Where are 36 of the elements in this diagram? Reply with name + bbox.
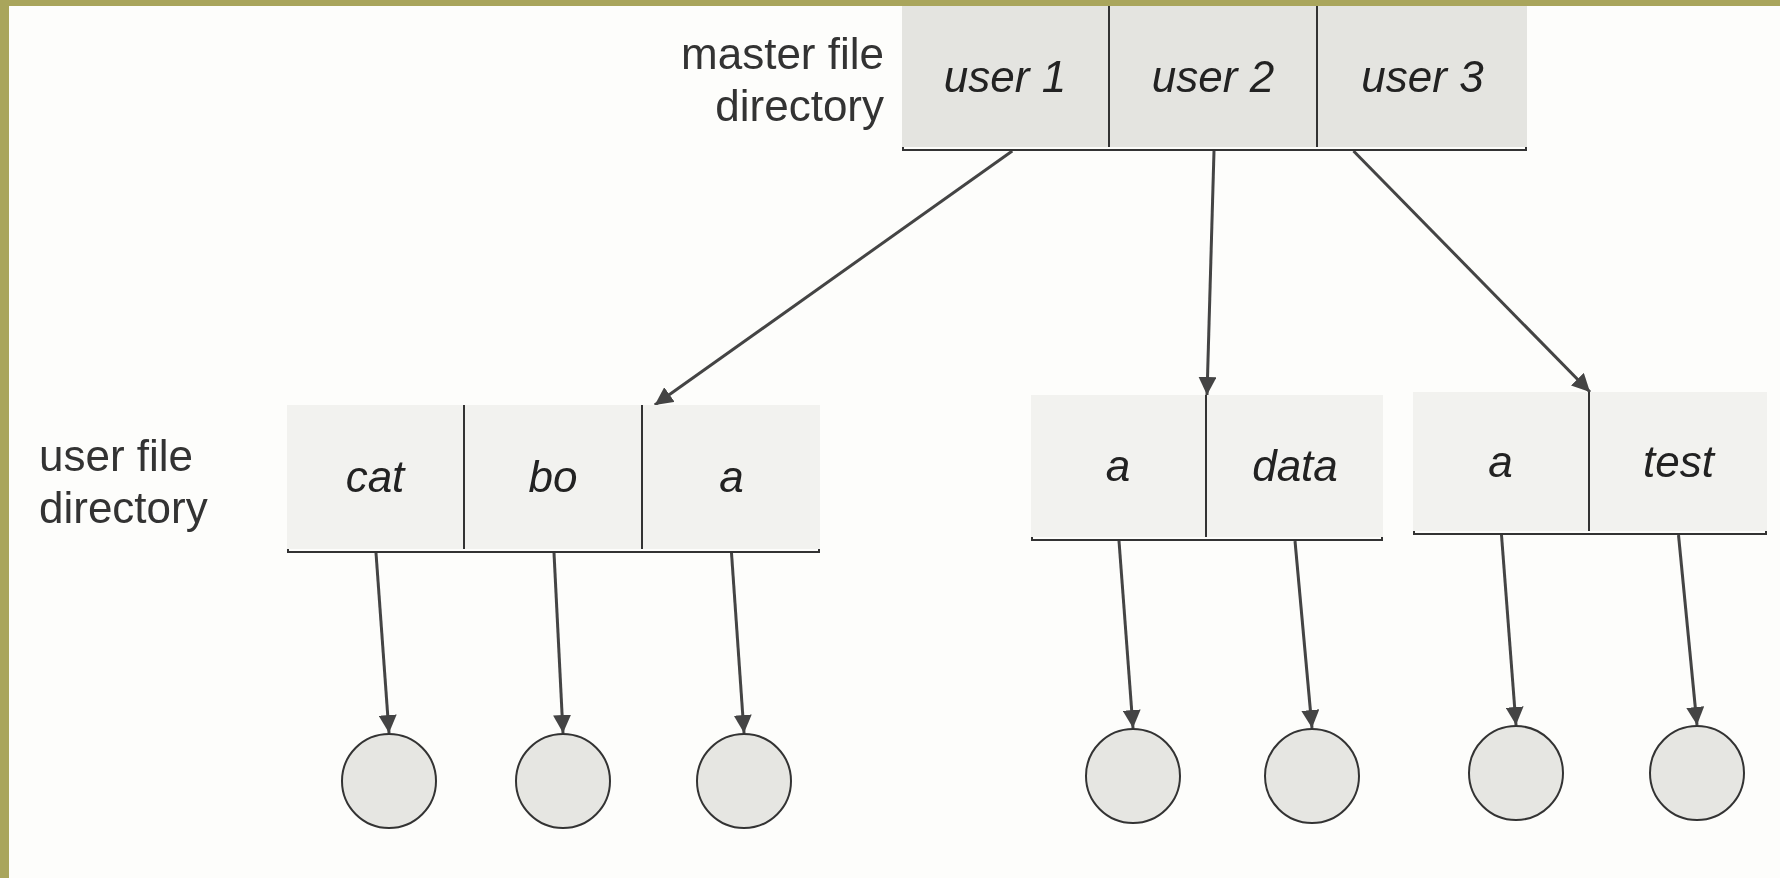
arrow bbox=[730, 552, 752, 734]
entry-name: a bbox=[1488, 436, 1513, 487]
directory-row bbox=[287, 405, 820, 553]
directory-entry bbox=[902, 6, 1110, 147]
directory-entry bbox=[1207, 395, 1383, 537]
directory-entry bbox=[643, 405, 820, 549]
arrow bbox=[1117, 540, 1141, 729]
entry-name: cat bbox=[345, 452, 405, 502]
arrow bbox=[653, 149, 1014, 407]
directory-label: user file directory bbox=[39, 430, 209, 534]
entry-name: a bbox=[719, 452, 744, 502]
directory-entry bbox=[1413, 392, 1590, 531]
arrow bbox=[1677, 534, 1705, 726]
arrow bbox=[1198, 150, 1217, 396]
arrow bbox=[1500, 534, 1524, 726]
directory-entry bbox=[1031, 395, 1207, 537]
entry-name: test bbox=[1643, 436, 1714, 487]
directory-entry bbox=[465, 405, 643, 549]
entry-name: user 1 bbox=[943, 51, 1067, 102]
directory-row bbox=[902, 6, 1527, 151]
entry-name: bo bbox=[528, 452, 578, 502]
entry-name: user 3 bbox=[1361, 51, 1484, 102]
directory-entry bbox=[1318, 6, 1527, 147]
arrow bbox=[1293, 540, 1320, 729]
directory-label: master file directory bbox=[680, 28, 884, 132]
directory-entry bbox=[1110, 6, 1318, 147]
directory-entry bbox=[1590, 392, 1767, 531]
directory-entry bbox=[287, 405, 465, 549]
directory-row bbox=[1413, 392, 1767, 535]
entry-name: a bbox=[1105, 441, 1131, 491]
entry-name: user 2 bbox=[1151, 51, 1275, 102]
arrow bbox=[552, 552, 572, 734]
arrow bbox=[1352, 149, 1592, 394]
entry-name: data bbox=[1252, 441, 1338, 491]
arrow bbox=[374, 552, 397, 734]
directory-row bbox=[1031, 395, 1383, 541]
